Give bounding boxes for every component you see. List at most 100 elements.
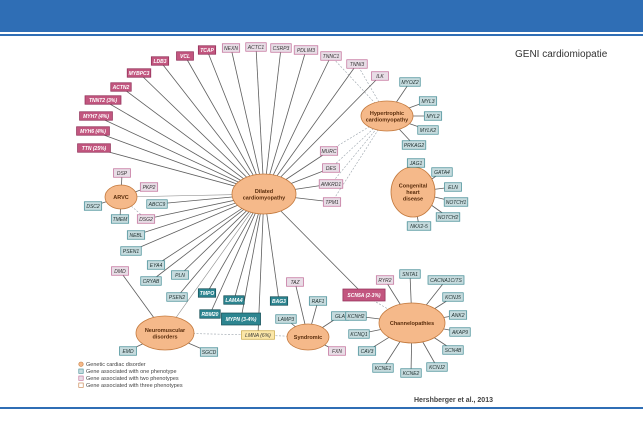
edge-vcl-dcm — [184, 55, 265, 195]
gene-box — [140, 276, 162, 286]
gene-box — [136, 214, 156, 224]
gene-label: GATA4 — [434, 170, 450, 176]
gene-node-nebl: NEBL — [126, 230, 146, 240]
hub-synd: Syndromic — [286, 323, 330, 351]
gene-node-myh7: MYH7 (4%) — [79, 111, 113, 121]
gene-node-abcc9: ABCC9 — [146, 199, 168, 209]
gene-node-myl3: MYL3 — [418, 96, 438, 106]
gene-label: ELN — [448, 185, 458, 191]
gene-label: AKAP9 — [451, 330, 468, 336]
gene-node-actn2: ACTN2 — [110, 82, 132, 92]
hub-label: ARVC — [113, 195, 129, 201]
hub-label: Syndromic — [294, 335, 322, 341]
gene-label: CSRP3 — [273, 46, 290, 52]
gene-node-pdlim3: PDLIM3 — [293, 45, 319, 55]
gene-node-kcnj2: KCNJ2 — [426, 362, 448, 372]
gene-box — [119, 346, 137, 356]
gene-node-prkag2: PRKAG2 — [401, 140, 427, 150]
gene-box — [442, 292, 464, 302]
gene-label: TTN (25%) — [82, 146, 107, 152]
gene-box — [126, 230, 146, 240]
edge-tnnt2-dcm — [102, 99, 265, 195]
gene-label: LDB3 — [153, 59, 166, 65]
gene-node-gata4: GATA4 — [431, 167, 453, 177]
edge-hub-neuro-dcm — [164, 193, 265, 334]
hub-ellipse — [286, 323, 330, 351]
hub-label: cardiomyopathy — [243, 195, 286, 201]
gene-node-taz: TAZ — [286, 277, 304, 287]
edge-ldb3-dcm — [159, 60, 265, 195]
gene-box — [401, 140, 427, 150]
gene-box — [342, 288, 386, 302]
gene-label: DES — [326, 166, 337, 172]
gene-label: SNTA1 — [402, 272, 418, 278]
gene-box — [223, 295, 245, 305]
gene-node-csrp3: CSRP3 — [270, 43, 292, 53]
legend-label: Gene associated with one phenotype — [86, 369, 177, 375]
gene-node-jag1: JAG1 — [406, 158, 426, 168]
gene-label: CRYAB — [143, 279, 160, 285]
gene-box — [111, 266, 129, 276]
gene-label: JAG1 — [409, 161, 423, 167]
gene-node-ryr2: RYR2 — [375, 275, 395, 285]
gene-box — [345, 311, 367, 321]
gene-label: ANKRD1 — [320, 182, 342, 188]
gene-box — [269, 296, 289, 306]
gene-label: PRKAG2 — [404, 143, 425, 149]
gene-box — [83, 201, 103, 211]
gene-node-raf1: RAF1 — [308, 296, 328, 306]
gene-label: LAMA4 — [225, 298, 242, 304]
gene-node-dsg2: DSG2 — [136, 214, 156, 224]
legend-item: Gene associated with three phenotypes — [78, 382, 183, 389]
gene-node-lamp3: LAMP3 — [275, 314, 297, 324]
gene-node-myoz2: MYOZ2 — [399, 77, 421, 87]
gene-node-murc: MURC — [319, 146, 339, 156]
gene-label: CACNA1C/TS — [430, 278, 462, 284]
legend-item: Genetic cardiac disorder — [78, 361, 146, 368]
gene-box — [371, 71, 389, 81]
gene-label: MYOZ2 — [401, 80, 418, 86]
gene-node-mypn: MYPN (3-4%) — [221, 312, 261, 326]
edge-tcap-dcm — [206, 49, 265, 195]
gene-box — [139, 182, 159, 192]
page-title: GENI cardiomiopatie — [515, 49, 608, 60]
gene-node-ank2: ANK2 — [448, 310, 468, 320]
gene-box — [245, 42, 267, 52]
gene-node-ttn: TTN (25%) — [77, 143, 111, 153]
gene-node-tmpo: TMPO — [197, 288, 217, 298]
gene-label: LMNA (6%) — [245, 333, 271, 339]
gene-node-ldb3: LDB3 — [150, 56, 170, 66]
gene-label: SCN4B — [445, 348, 462, 354]
gene-label: PKP2 — [143, 185, 156, 191]
gene-node-scn4b: SCN4B — [442, 345, 464, 355]
gene-label: MYH7 (4%) — [83, 114, 109, 120]
legend-swatch — [78, 368, 84, 374]
gene-label: TPM1 — [325, 200, 339, 206]
gene-box — [448, 310, 468, 320]
gene-label: PLN — [175, 273, 185, 279]
gene-node-lama4: LAMA4 — [223, 295, 245, 305]
gene-node-cacna1cts: CACNA1C/TS — [427, 275, 465, 285]
hub-label: disease — [403, 197, 423, 203]
gene-box — [443, 197, 469, 207]
edge-tnni3-dcm — [263, 63, 358, 195]
gene-node-tnnc1: TNNC1 — [320, 51, 342, 61]
hub-ellipse — [104, 184, 138, 210]
gene-label: RYR2 — [378, 278, 391, 284]
gene-label: GLA — [335, 314, 346, 320]
gene-node-kcne1: KCNE1 — [372, 363, 394, 373]
gene-box — [322, 197, 342, 207]
hub-ellipse — [360, 100, 414, 132]
legend-swatch — [78, 375, 84, 381]
gene-node-tcap: TCAP — [197, 45, 217, 55]
gene-box — [406, 158, 426, 168]
gene-node-kcnq1: KCNQ1 — [348, 329, 370, 339]
gene-box — [449, 327, 471, 337]
gene-label: PDLIM3 — [297, 48, 315, 54]
gene-node-tnnt2: TNNT2 (3%) — [84, 95, 122, 105]
gene-label: MYH6 (4%) — [80, 129, 106, 135]
hub-label: Hypertrophic — [370, 111, 404, 117]
gene-node-kcnj5: KCNJ5 — [442, 292, 464, 302]
hub-label: Channelopathies — [390, 321, 434, 327]
